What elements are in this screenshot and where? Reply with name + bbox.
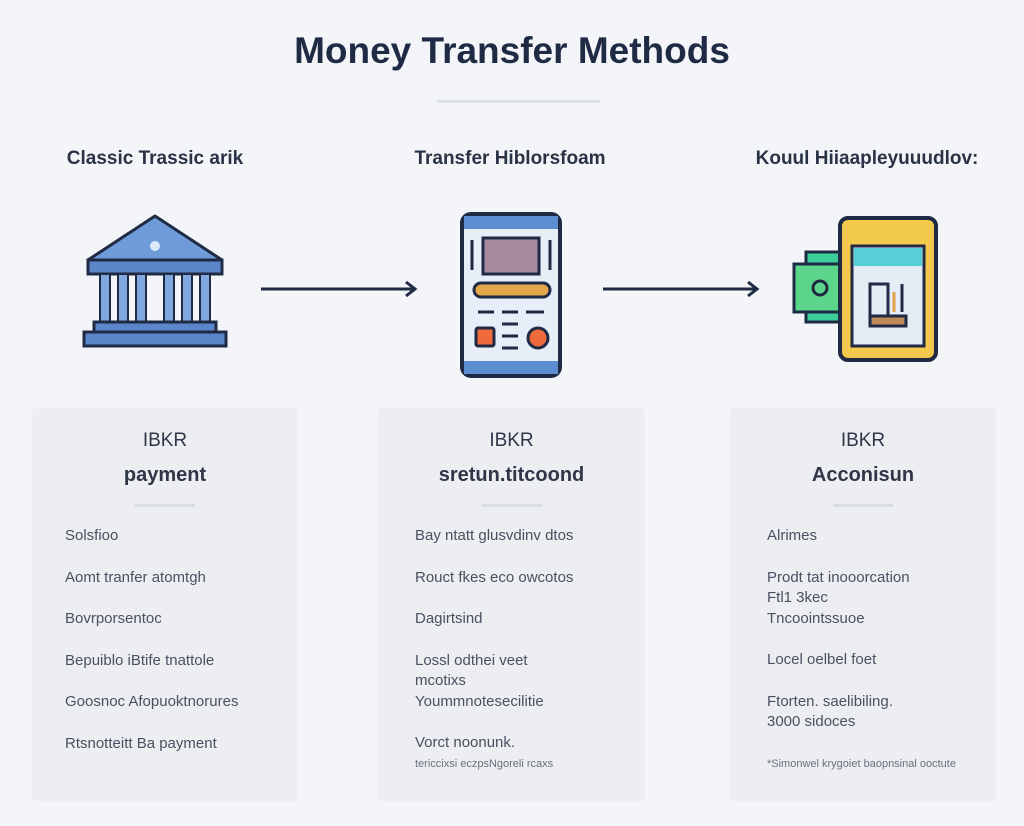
column-heading-transfer: Transfer Hiblorsfoam bbox=[414, 148, 606, 169]
card-divider bbox=[481, 504, 542, 507]
card-label: IBKR bbox=[142, 430, 188, 451]
page-title: Money Transfer Methods bbox=[294, 30, 730, 71]
list-item: Bovrporsentoc bbox=[65, 610, 162, 627]
footnote: *Simonwel krygoiet baopnsinal ooctute bbox=[767, 757, 956, 770]
title-divider bbox=[437, 100, 600, 103]
card-account: IBKR Acconisun Alrimes Prodt tat inooorc… bbox=[730, 408, 996, 801]
card-label: IBKR bbox=[840, 430, 886, 451]
line: Ftorten. saelibiling. bbox=[767, 692, 893, 710]
arrow-right-icon bbox=[261, 280, 418, 298]
line: Lossl odthei veet bbox=[415, 651, 528, 669]
list-item: Bay ntatt glusvdinv dtos bbox=[415, 527, 574, 544]
list-item: Alrimes bbox=[767, 527, 818, 544]
line: mcotixs bbox=[415, 672, 466, 689]
card-title: Acconisun bbox=[811, 464, 915, 486]
card-transfer: IBKR sretun.titcoond Bay ntatt glusvdinv… bbox=[378, 408, 645, 801]
list-item: Locel oelbel foet bbox=[767, 651, 877, 668]
card-title: payment bbox=[123, 464, 207, 486]
card-divider bbox=[135, 504, 195, 507]
arrow-right-icon bbox=[603, 280, 760, 298]
footnote: tericcixsi eczpsNgoreli rcaxs bbox=[415, 757, 554, 770]
wallet-money-icon bbox=[792, 216, 938, 362]
column-heading-classic: Classic Trassic arik bbox=[66, 148, 244, 169]
list-item: Solsfioo bbox=[65, 527, 119, 544]
bank-icon bbox=[82, 214, 228, 348]
list-item: Aomt tranfer atomtgh bbox=[65, 568, 206, 586]
list-item: Rouct fkes eco owcotos bbox=[415, 568, 574, 586]
list-item: Goosnoc Afopuoktnorures bbox=[65, 693, 239, 710]
list-item: Vorct noonunk. tericcixsi eczpsNgoreli rc… bbox=[415, 733, 635, 774]
line: Ftl1 3kec bbox=[767, 589, 828, 606]
line: Prodt tat inooorcation bbox=[767, 568, 910, 586]
line: 3000 sidoces bbox=[767, 713, 856, 730]
list-item: Rtsnotteitt Ba payment bbox=[65, 734, 217, 752]
line: Yoummnotesecilitie bbox=[415, 692, 544, 710]
line: Tncoointssuoe bbox=[767, 609, 865, 627]
card-title: sretun.titcoond bbox=[438, 464, 585, 486]
list-item: Bepuiblo iBtife tnattole bbox=[65, 651, 215, 669]
card-label: IBKR bbox=[489, 430, 534, 451]
line: Vorct noonunk. bbox=[415, 734, 516, 751]
column-heading-digital: Kouul Hiiaapleyuuudlov: bbox=[755, 148, 979, 169]
list-item: Dagirtsind bbox=[415, 610, 483, 627]
card-payment: IBKR payment Solsfioo Aomt tranfer atomt… bbox=[32, 408, 298, 801]
list-item: Ftorten. saelibiling. 3000 sidoces bbox=[767, 692, 986, 733]
card-divider bbox=[833, 504, 893, 507]
mobile-app-icon bbox=[460, 212, 562, 378]
